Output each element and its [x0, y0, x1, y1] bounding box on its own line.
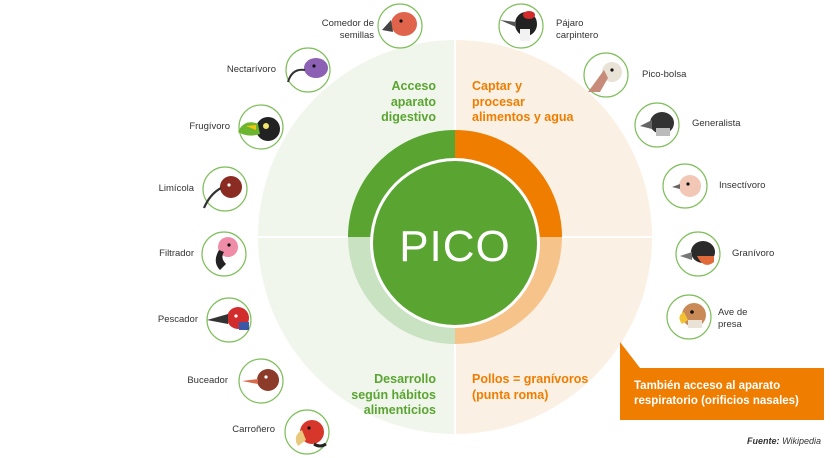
center-title: PICO: [399, 222, 511, 271]
bird-label-generalist: Generalista: [692, 118, 741, 129]
bird-label-fruit-eater: Frugívoro: [189, 121, 230, 132]
bird-label-granivore: Granívoro: [732, 248, 775, 259]
quadrant-text-line: digestivo: [381, 110, 436, 124]
quadrant-text-line: alimentos y agua: [472, 110, 574, 124]
bird-label-pouch-bill: Pico-bolsa: [642, 69, 687, 80]
bird-label-scavenger: Carroñero: [232, 424, 275, 435]
quadrant-text-line: aparato: [390, 94, 436, 109]
bird-drawings: [202, 11, 715, 448]
quadrant-bottom-left-text: Desarrollo según hábitos alimenticios: [316, 372, 436, 419]
bird-label-diver: Buceador: [187, 375, 228, 386]
quadrant-text-line: alimenticios: [363, 403, 436, 417]
quadrant-top-left-text: Acceso aparato digestivo: [326, 79, 436, 126]
quadrant-text-line: (punta roma): [472, 387, 549, 402]
quadrant-text-line: Acceso: [391, 79, 436, 93]
bird-label-fisher: Pescador: [157, 314, 198, 325]
quadrant-text-line: Desarrollo: [374, 372, 436, 386]
quadrant-text-line: según hábitos: [351, 387, 436, 402]
quadrant-top-right-text: Captar y procesar alimentos y agua: [472, 79, 612, 126]
center-circle-fill: [373, 161, 537, 325]
bird-label-wader: Limícola: [158, 183, 194, 194]
quadrant-text-line: Pollos = granívoros: [472, 372, 589, 386]
quadrant-bottom-right-text: Pollos = granívoros (punta roma): [472, 372, 622, 403]
bird-label-insectivore: Insectívoro: [719, 180, 766, 191]
source-note: Fuente: Wikipedia: [747, 436, 821, 446]
bird-label-nectar-feeder: Nectarívoro: [226, 64, 276, 75]
quadrant-text-line: procesar: [472, 94, 525, 109]
callout-box: [620, 342, 824, 420]
callout-text: También acceso al aparato respiratorio (…: [634, 380, 799, 407]
quadrant-text-line: Captar y: [472, 79, 523, 93]
bird-label-filter-feeder: Filtrador: [159, 248, 194, 259]
